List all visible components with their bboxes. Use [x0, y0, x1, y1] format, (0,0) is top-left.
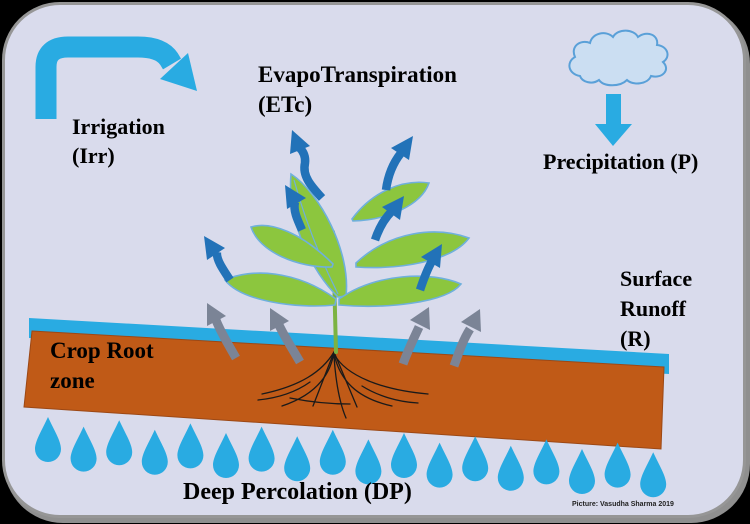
water-droplet-icon	[426, 442, 453, 488]
et-arrows	[204, 130, 442, 292]
et-arrow-icon	[285, 185, 306, 232]
attribution-text: Picture: Vasudha Sharma 2019	[572, 501, 674, 508]
evaporation-arrow-icon	[207, 303, 240, 361]
leaf	[355, 231, 471, 269]
water-droplet-icon	[462, 436, 489, 482]
water-droplet-icon	[35, 417, 61, 462]
water-droplet-icon	[604, 442, 631, 488]
plant-roots	[257, 351, 429, 419]
et-arrow-icon	[290, 130, 326, 201]
evapotranspiration-label: EvapoTranspiration (ETc)	[258, 60, 457, 120]
surface-runoff-label-line3: (R)	[620, 326, 651, 351]
irrigation-arrowhead	[160, 53, 197, 91]
water-droplet-icon	[106, 420, 133, 466]
leaf	[249, 224, 334, 268]
et-arrow-icon	[204, 236, 234, 283]
precipitation-label: Precipitation (P)	[543, 149, 699, 174]
surface-runoff-label: Surface Runoff (R)	[620, 264, 692, 354]
et-arrow-icon	[381, 136, 413, 191]
water-droplet-icon	[248, 426, 275, 472]
evaporation-arrow-icon	[398, 307, 430, 366]
water-droplet-icon	[284, 436, 311, 482]
water-droplet-icon	[141, 429, 168, 475]
evaporation-arrow-icon	[449, 309, 481, 368]
water-droplet-icon	[70, 426, 97, 472]
droplet-row	[35, 417, 667, 498]
crop-root-zone-label: Crop Root zone	[50, 336, 154, 396]
evapotranspiration-label-line2: (ETc)	[258, 92, 313, 117]
rain-cloud-icon	[568, 29, 669, 87]
precipitation-arrow-icon	[595, 94, 632, 146]
water-droplet-icon	[213, 433, 239, 478]
irrigation-arrow-shaft	[35, 36, 182, 119]
leaf	[223, 272, 337, 307]
precipitation-arrowhead	[595, 124, 632, 146]
water-droplet-icon	[177, 423, 204, 469]
irrigation-label-line1: Irrigation	[72, 114, 165, 139]
water-droplet-icon	[640, 452, 667, 498]
plant-icon	[223, 172, 471, 354]
water-droplet-icon	[497, 445, 524, 491]
water-droplet-icon	[319, 429, 346, 475]
irrigation-arrow-icon	[35, 36, 197, 119]
water-droplet-icon	[391, 433, 417, 478]
water-droplet-icon	[355, 439, 382, 485]
irrigation-label: Irrigation (Irr)	[72, 112, 165, 170]
surface-runoff-label-line2: Runoff	[620, 296, 687, 321]
et-arrow-icon	[415, 244, 442, 292]
water-droplet-icon	[533, 439, 560, 485]
et-arrow-icon	[370, 196, 404, 242]
water-droplet-icon	[569, 449, 595, 494]
surface-runoff-label-line1: Surface	[620, 266, 693, 291]
evapotranspiration-label-line1: EvapoTranspiration	[258, 62, 457, 87]
crop-root-zone-label-line2: zone	[50, 368, 95, 393]
irrigation-label-line2: (Irr)	[72, 143, 115, 168]
leaf	[338, 275, 463, 307]
evaporation-arrows	[207, 303, 481, 368]
precipitation-arrow-shaft	[606, 94, 621, 124]
crop-root-zone-label-line1: Crop Root	[50, 338, 154, 363]
evaporation-arrow-icon	[270, 308, 304, 365]
deep-percolation-label: Deep Percolation (DP)	[183, 479, 412, 505]
leaf	[351, 181, 431, 222]
